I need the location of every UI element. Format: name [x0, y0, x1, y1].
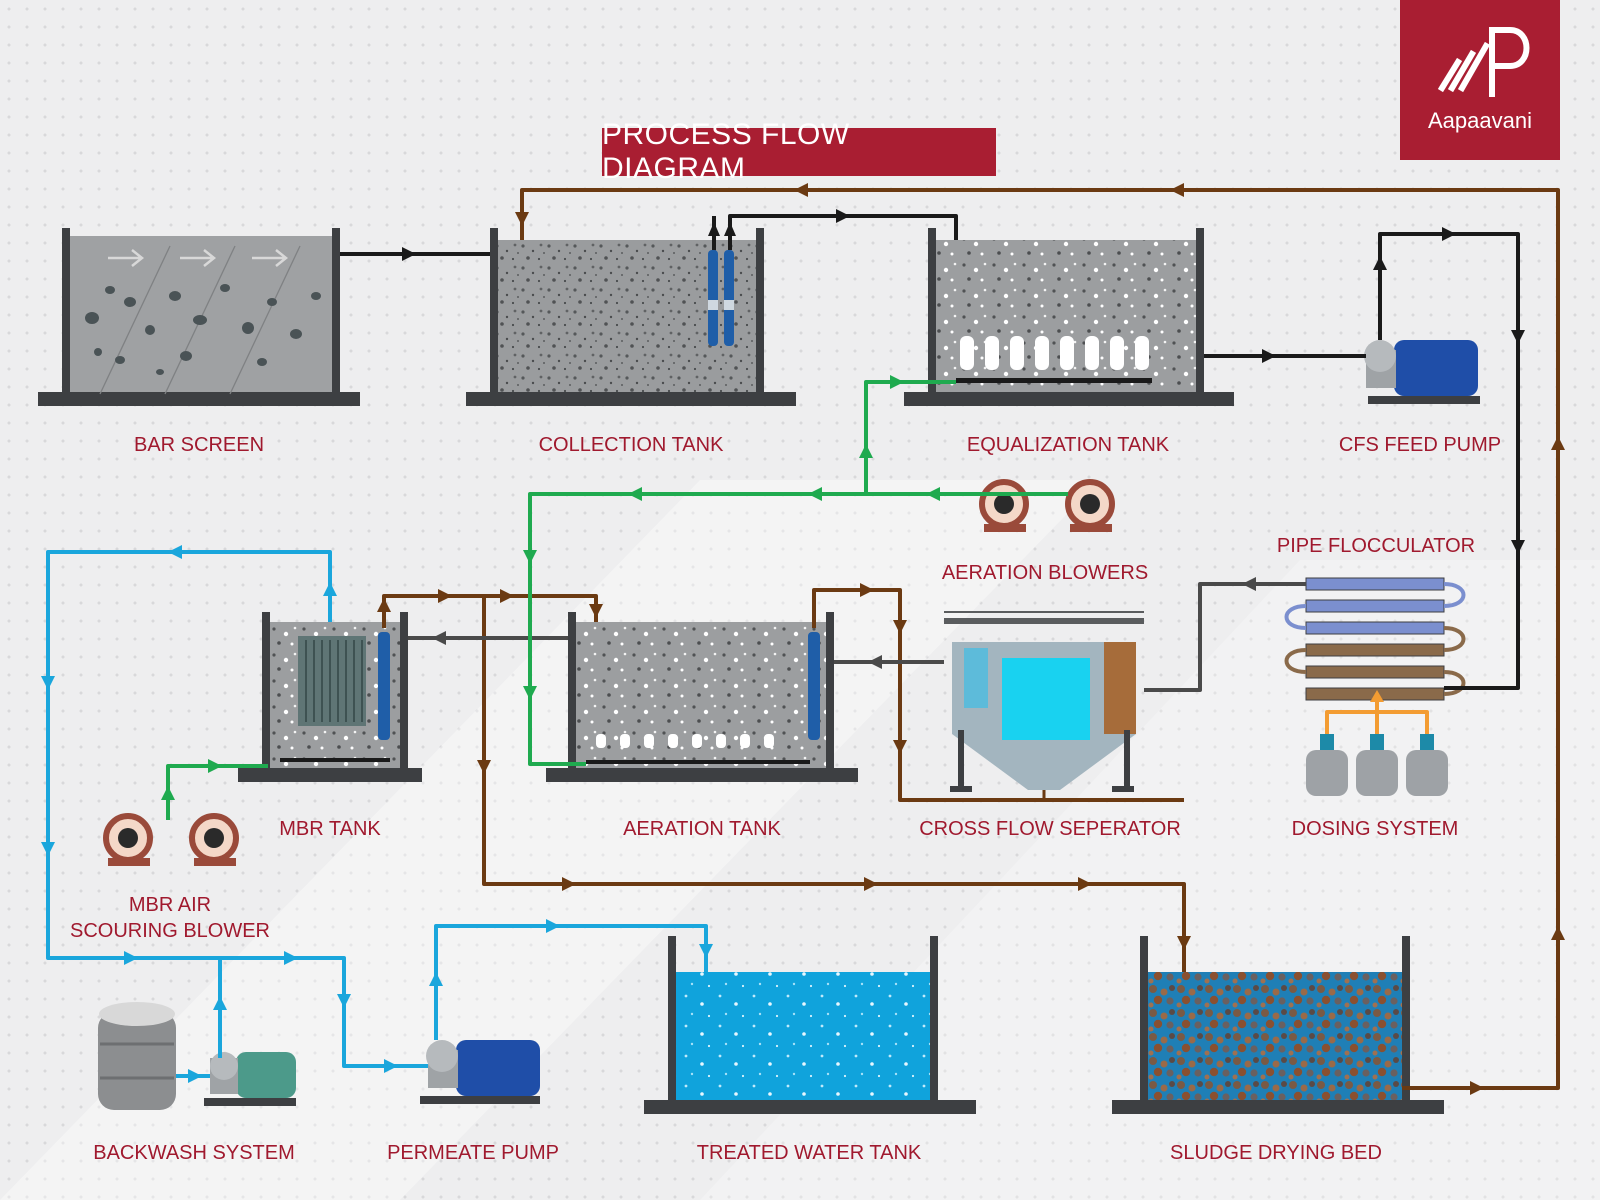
label-cross-flow-separator: CROSS FLOW SEPERATOR — [919, 818, 1181, 840]
submersible-pump-icon — [808, 632, 820, 740]
label-equalization-tank: EQUALIZATION TANK — [966, 434, 1170, 456]
sludge-drying-bed — [1112, 936, 1444, 1114]
label-backwash-system: BACKWASH SYSTEM — [93, 1142, 295, 1164]
cross-flow-separator-icon — [944, 611, 1144, 800]
label-bar-screen: BAR SCREEN — [133, 434, 265, 456]
brand-name: Aapaavani — [1428, 108, 1532, 133]
aeration-tank — [546, 612, 858, 782]
aapaavani-logo-icon — [1437, 27, 1530, 97]
label-collection-tank: COLLECTION TANK — [538, 434, 724, 456]
flow-direction-arrows-icon — [108, 249, 289, 267]
flow-line-sludge-return — [520, 188, 1560, 1090]
dosing-tank-icon — [1306, 734, 1448, 796]
debris-particles — [85, 284, 321, 375]
membrane-module-icon — [298, 636, 366, 726]
label-cfs-feed-pump: CFS FEED PUMP — [1338, 434, 1502, 456]
submersible-pump-icon — [708, 250, 734, 346]
flow-line-air-to-aeration — [528, 492, 1068, 766]
flow-line-mbr-scouring-air — [166, 764, 268, 820]
treated-water-tank — [644, 936, 976, 1114]
bar-screen-tank — [38, 228, 360, 406]
centrifugal-pump-icon — [204, 1052, 296, 1106]
label-sludge-drying-bed: SLUDGE DRYING BED — [1170, 1142, 1382, 1164]
flow-line-excess-sludge — [482, 596, 1186, 972]
flow-arrows — [41, 183, 1565, 1095]
flow-line-permeate — [46, 550, 428, 1068]
centrifugal-pump-icon — [420, 1040, 540, 1104]
label-dosing-system: DOSING SYSTEM — [1291, 818, 1459, 840]
equalization-tank — [904, 228, 1234, 406]
diagram-title: PROCESS FLOW DIAGRAM — [602, 118, 996, 185]
blower-icon — [103, 813, 239, 866]
label-pipe-flocculator: PIPE FLOCCULATOR — [1276, 535, 1476, 557]
centrifugal-pump-icon — [1364, 340, 1480, 404]
diffuser-bubbles — [596, 734, 774, 748]
label-mbr-tank: MBR TANK — [279, 818, 381, 840]
mbr-tank — [238, 612, 422, 782]
label-permeate-pump: PERMEATE PUMP — [387, 1142, 559, 1164]
submersible-pump-icon — [378, 632, 390, 740]
label-mbr-air-scouring-blower-line1: MBR AIR — [128, 894, 212, 916]
label-aeration-tank: AERATION TANK — [623, 818, 781, 840]
diffuser-bubbles — [960, 336, 1149, 370]
pipe-flocculator-icon — [1284, 577, 1466, 701]
flow-line-aeration-sludge — [812, 588, 1184, 802]
flow-line-dosing — [1325, 700, 1429, 734]
collection-tank — [466, 228, 796, 406]
backwash-tank-icon — [98, 1002, 176, 1110]
label-mbr-air-scouring-blower-line2: SCOURING BLOWER — [69, 920, 271, 942]
label-aeration-blowers: AERATION BLOWERS — [941, 562, 1149, 584]
brand-logo: Aapaavani — [1400, 0, 1560, 160]
label-treated-water-tank: TREATED WATER TANK — [696, 1142, 922, 1164]
